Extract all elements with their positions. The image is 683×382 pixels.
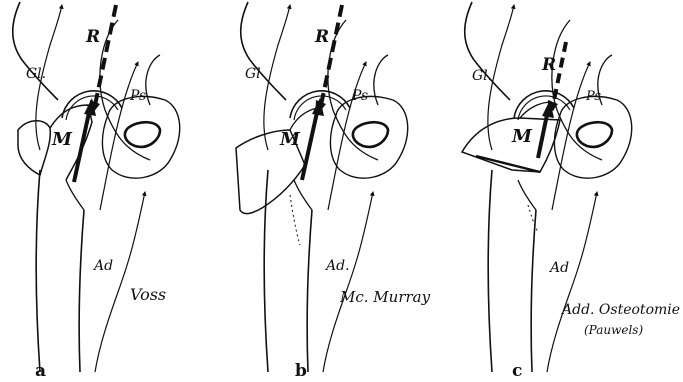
procedure-name-c: Add. Osteotomie [560, 302, 680, 318]
resultant-force-arrow-b [320, 5, 342, 110]
panel-a: Gl. Ps Ad R M Voss a [13, 2, 180, 381]
panel-c: Gl. Ps Ad R M Add. Osteotomie (Pauwels) … [462, 2, 680, 381]
resultant-force-arrow-a [94, 5, 116, 110]
label-resultant-a: R [85, 27, 100, 47]
hip-outline-b [241, 2, 408, 372]
label-muscle-c: M [511, 126, 533, 147]
label-psoas-b: Ps [351, 88, 368, 104]
label-gluteal-a: Gl. [26, 66, 46, 82]
label-muscle-a: M [51, 129, 73, 150]
cut-line-b [290, 195, 300, 245]
panel-letter-a: a [35, 361, 46, 381]
label-gluteal-c: Gl. [472, 68, 492, 84]
panel-letter-c: c [512, 361, 522, 381]
muscle-force-arrow-c [538, 110, 548, 158]
label-adductor-a: Ad [92, 258, 113, 274]
label-muscle-b: M [279, 129, 301, 150]
label-adductor-c: Ad [548, 260, 569, 276]
label-psoas-a: Ps [129, 88, 146, 104]
cut-line-c [528, 205, 538, 232]
label-resultant-c: R [541, 55, 556, 75]
panel-letter-b: b [295, 361, 307, 381]
trochanter-fragment-a [18, 121, 50, 175]
procedure-note-c: (Pauwels) [584, 323, 643, 337]
panel-b: Gl Ps Ad. R M Mc. Murray b [236, 2, 431, 381]
procedure-name-b: Mc. Murray [339, 288, 431, 306]
label-resultant-b: R [314, 27, 329, 47]
label-gluteal-b: Gl [245, 66, 261, 82]
procedure-name-a: Voss [130, 285, 166, 304]
hip-outline-a [13, 2, 180, 372]
muscle-force-arrow-a [74, 108, 90, 182]
label-adductor-b: Ad. [324, 258, 350, 274]
label-psoas-c: Ps [585, 89, 601, 104]
osteotomy-cut-c [476, 156, 540, 172]
muscle-force-arrow-b [302, 108, 318, 180]
